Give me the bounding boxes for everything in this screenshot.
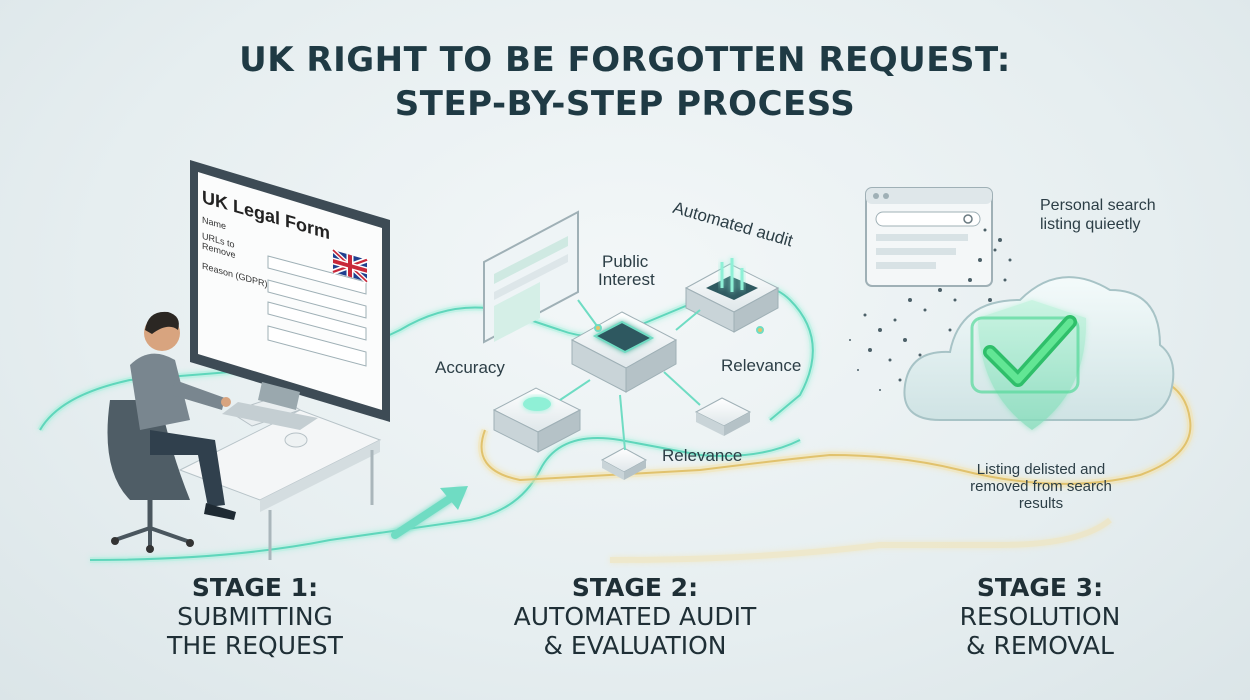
accuracy-label: Accuracy xyxy=(435,358,505,377)
browser-window-icon xyxy=(865,187,993,287)
arrow-icon xyxy=(391,486,468,539)
document-panel-icon xyxy=(483,210,579,344)
form-label-reason: Reason (GDPR) xyxy=(202,260,268,290)
audit-connectors xyxy=(559,299,764,451)
stage-1-caption: STAGE 1: SUBMITTING THE REQUEST xyxy=(135,573,375,660)
stage-1-line-2: THE REQUEST xyxy=(167,631,343,660)
delisted-note-2: removed from search xyxy=(970,478,1112,495)
uk-flag-icon xyxy=(331,248,369,284)
person-icon xyxy=(107,311,236,553)
public-interest-label-2: Interest xyxy=(598,270,655,289)
accuracy-node-icon xyxy=(492,387,582,453)
hub-node-icon xyxy=(570,311,678,393)
delisted-note-3: results xyxy=(1018,495,1064,512)
form-label-name: Name xyxy=(202,214,227,232)
stage-1-line-1: SUBMITTING xyxy=(177,602,333,631)
stage-3-line-1: RESOLUTION xyxy=(959,602,1121,631)
search-listing-note-2: listing quieetly xyxy=(1040,216,1141,233)
stage-1-number: STAGE 1: xyxy=(191,573,319,602)
title-line-2: STEP-BY-STEP PROCESS xyxy=(394,84,856,124)
relevance-label-1: Relevance xyxy=(721,356,802,375)
stage-3-line-2: & REMOVAL xyxy=(966,631,1114,660)
dissolve-particles xyxy=(849,228,1012,396)
delisted-note-1: Listing delisted and xyxy=(976,461,1106,478)
shield-check-icon xyxy=(970,300,1087,430)
server-node-icon xyxy=(684,258,780,333)
public-interest-label-1: Public xyxy=(602,252,649,271)
stage-2-line-1: AUTOMATED AUDIT xyxy=(513,602,757,631)
stage-2-line-2: & EVALUATION xyxy=(543,631,727,660)
relevance-label-2: Relevance xyxy=(662,446,743,465)
title-line-1: UK RIGHT TO BE FORGOTTEN REQUEST: xyxy=(239,40,1011,80)
stage-3-number: STAGE 3: xyxy=(976,573,1104,602)
search-listing-note-1: Personal search xyxy=(1040,197,1156,214)
stage-3-caption: STAGE 3: RESOLUTION & REMOVAL xyxy=(910,573,1170,660)
stage-2-caption: STAGE 2: AUTOMATED AUDIT & EVALUATION xyxy=(495,573,775,660)
form-fields xyxy=(267,255,367,367)
relevance-node-icon xyxy=(600,397,752,480)
gold-path xyxy=(478,371,1194,563)
stage-2-number: STAGE 2: xyxy=(571,573,699,602)
